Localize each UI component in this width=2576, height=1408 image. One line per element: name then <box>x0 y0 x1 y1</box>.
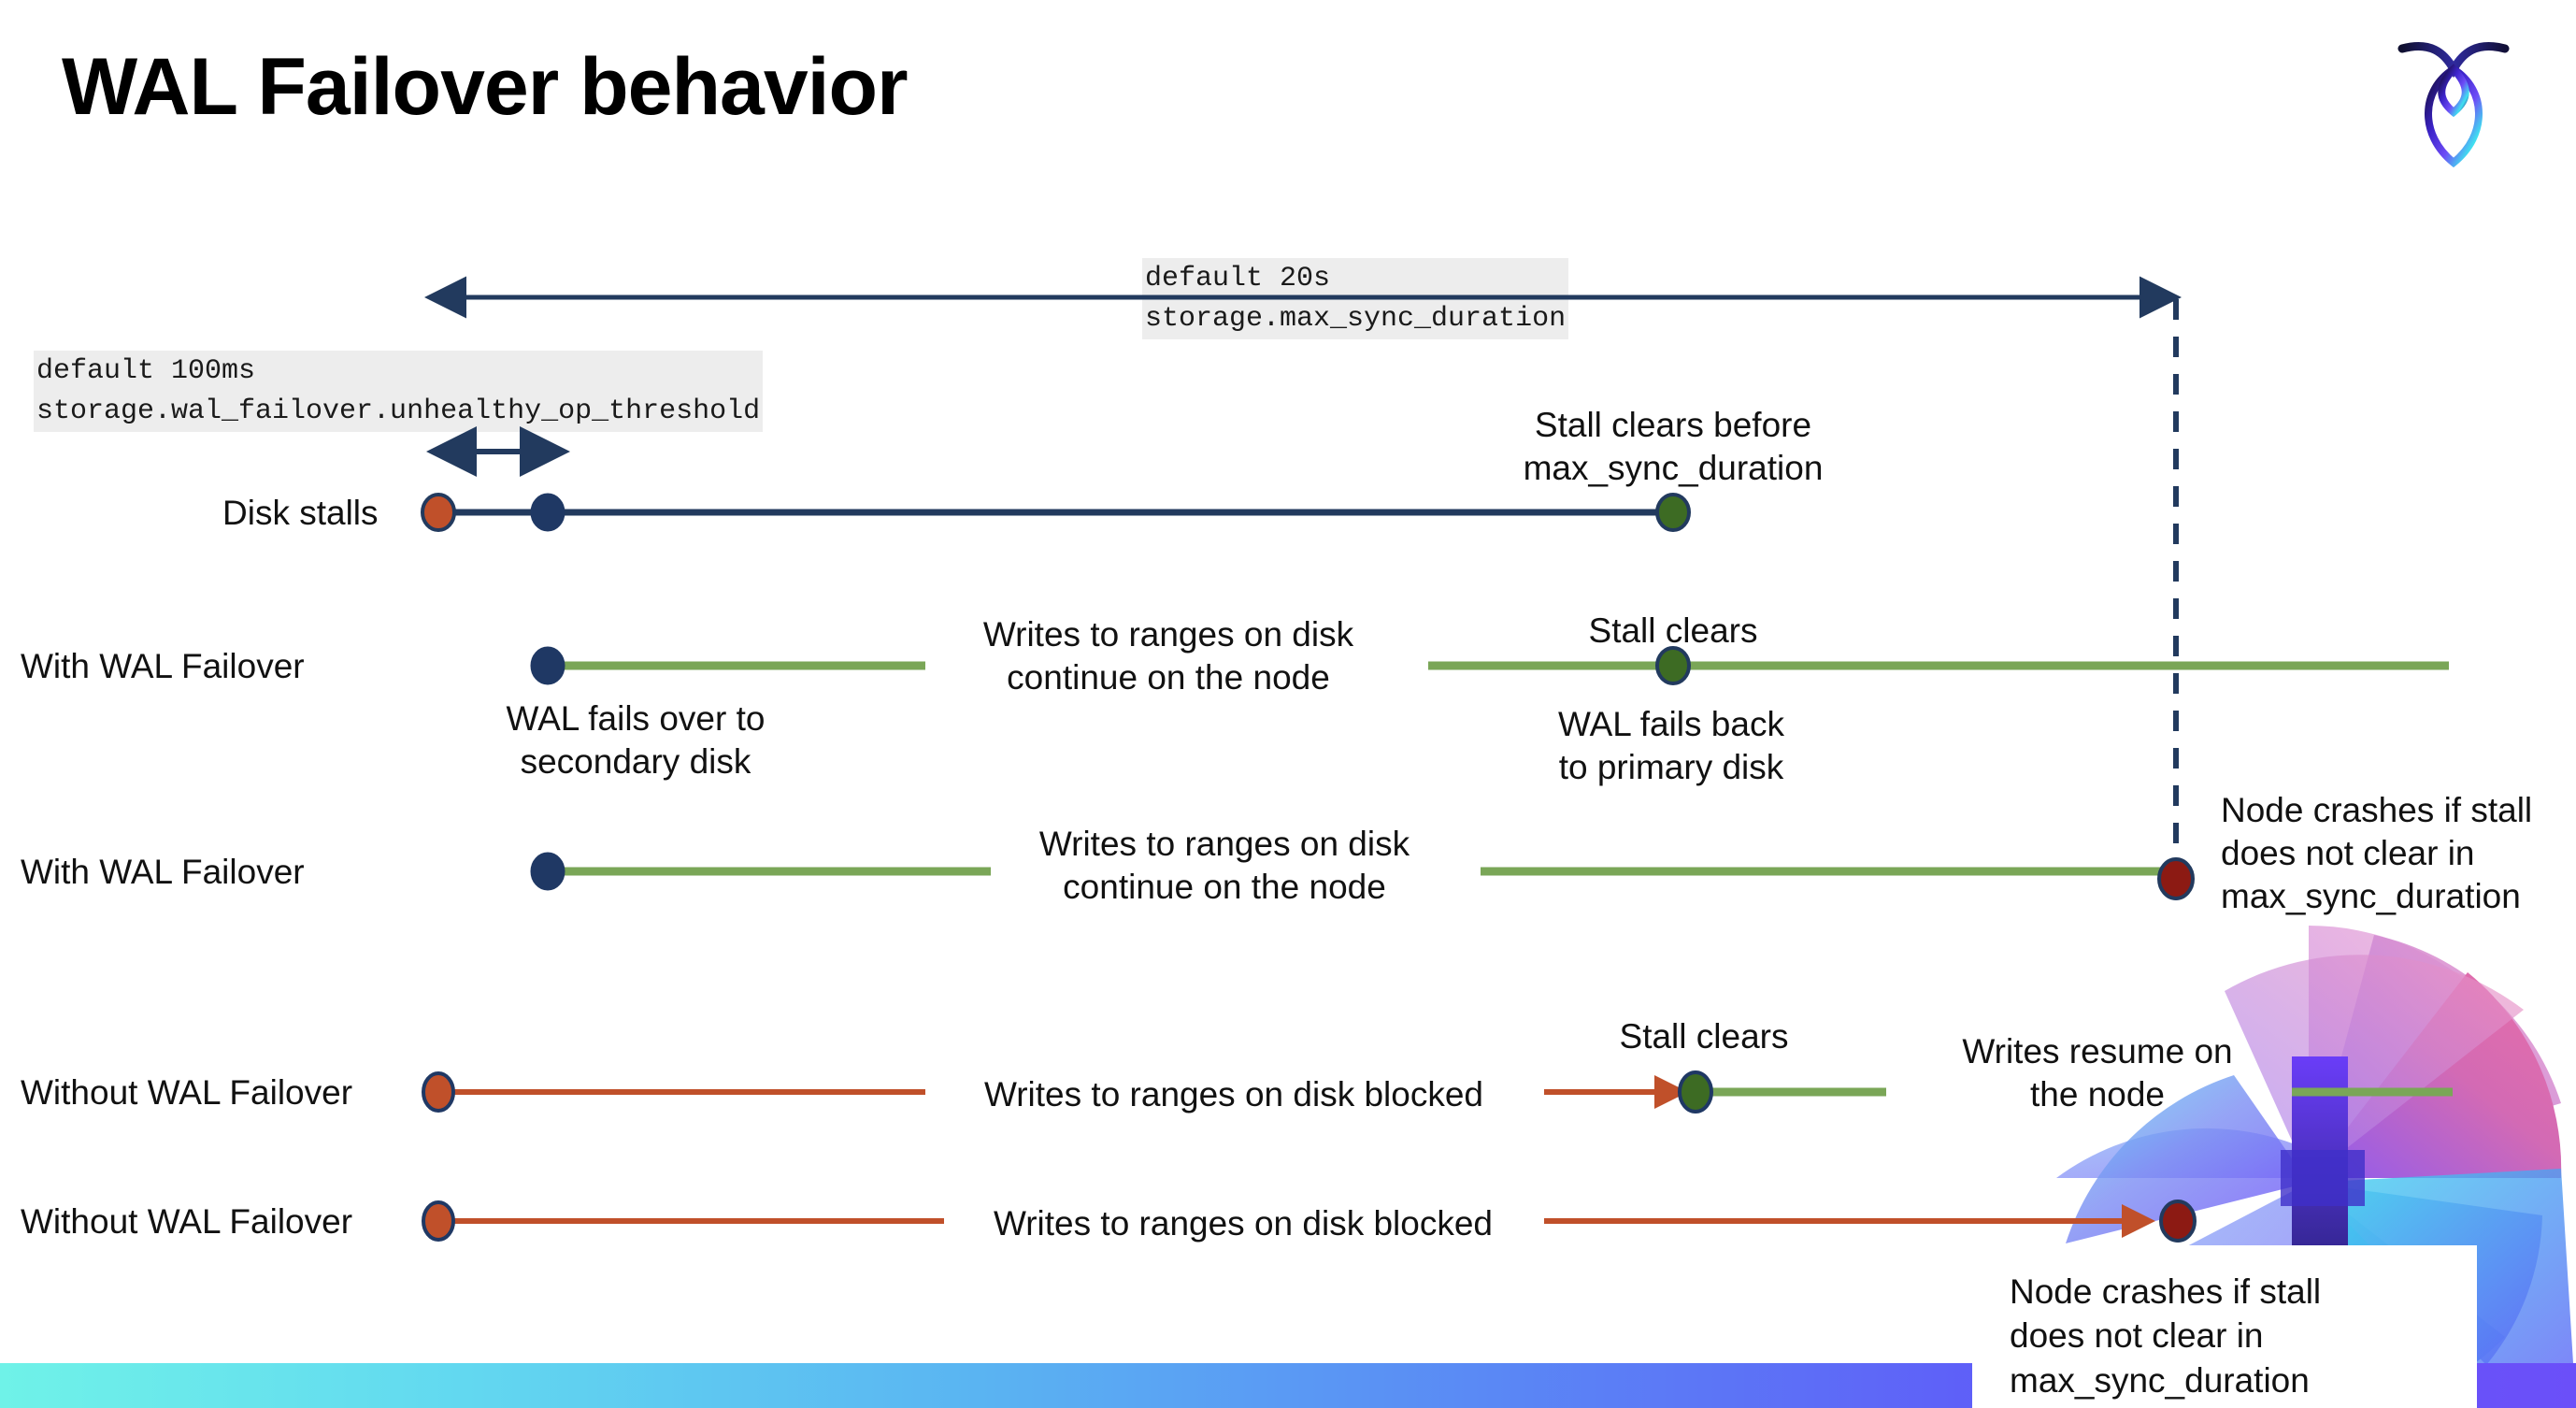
row-with-wal-failover-clears-track <box>530 646 2449 685</box>
node-crashes-note: Node crashes if stall does not clear in … <box>2221 791 2533 915</box>
wal-fails-over-note: WAL fails over to secondary disk <box>506 699 766 781</box>
failover-dot-row3 <box>530 852 565 891</box>
writes-continue-note: Writes to ranges on disk continue on the… <box>982 615 1354 697</box>
stall-clears-dot <box>1655 493 1691 532</box>
node-crashes-note-2: Node crashes if stall does not clear in … <box>2010 1272 2322 1400</box>
stall-start-dot-row4 <box>422 1071 455 1113</box>
row-without-wal-failover-clears-track <box>422 1070 2453 1113</box>
failover-dot <box>530 493 565 532</box>
row-label-with-wal-failover-1: With WAL Failover <box>21 647 305 685</box>
row-label-without-wal-failover-1: Without WAL Failover <box>21 1073 353 1112</box>
node-crash-dot-row3 <box>2157 857 2195 900</box>
row-label-disk-stalls: Disk stalls <box>222 494 379 532</box>
row-label-with-wal-failover-2: With WAL Failover <box>21 853 305 891</box>
stall-clears-dot-row4 <box>1678 1070 1713 1113</box>
cockroachdb-logo <box>2393 32 2514 172</box>
stall-clears-note-2: Stall clears <box>1619 1017 1789 1056</box>
writes-blocked-note-2: Writes to ranges on disk blocked <box>993 1204 1494 1243</box>
wal-fails-back-note: WAL fails back to primary disk <box>1558 705 1784 786</box>
writes-resume-note: Writes resume on the node <box>1962 1032 2233 1113</box>
stall-clears-note: Stall clears <box>1588 611 1758 650</box>
failover-dot-row2 <box>530 646 565 685</box>
row-without-wal-failover-crash-track <box>422 1200 2197 1243</box>
stall-start-dot <box>421 493 456 532</box>
unhealthy-op-threshold-chip: default 100ms storage.wal_failover.unhea… <box>34 351 764 433</box>
writes-blocked-note: Writes to ranges on disk blocked <box>983 1075 1484 1113</box>
stall-clears-dot-row2 <box>1655 646 1691 685</box>
row-with-wal-failover-crash-track <box>530 852 2195 900</box>
row-disk-stalls-track <box>421 493 1691 532</box>
node-crash-dot-row5 <box>2159 1200 2197 1243</box>
writes-continue-note-2: Writes to ranges on disk continue on the… <box>1038 825 1410 906</box>
stall-clears-before-note: Stall clears before max_sync_duration <box>1523 406 1824 487</box>
page-title: WAL Failover behavior <box>62 42 909 132</box>
node-crashes-callout: Node crashes if stall does not clear in … <box>1972 1245 2477 1408</box>
row-label-without-wal-failover-2: Without WAL Failover <box>21 1202 353 1241</box>
stall-start-dot-row5 <box>422 1200 455 1242</box>
